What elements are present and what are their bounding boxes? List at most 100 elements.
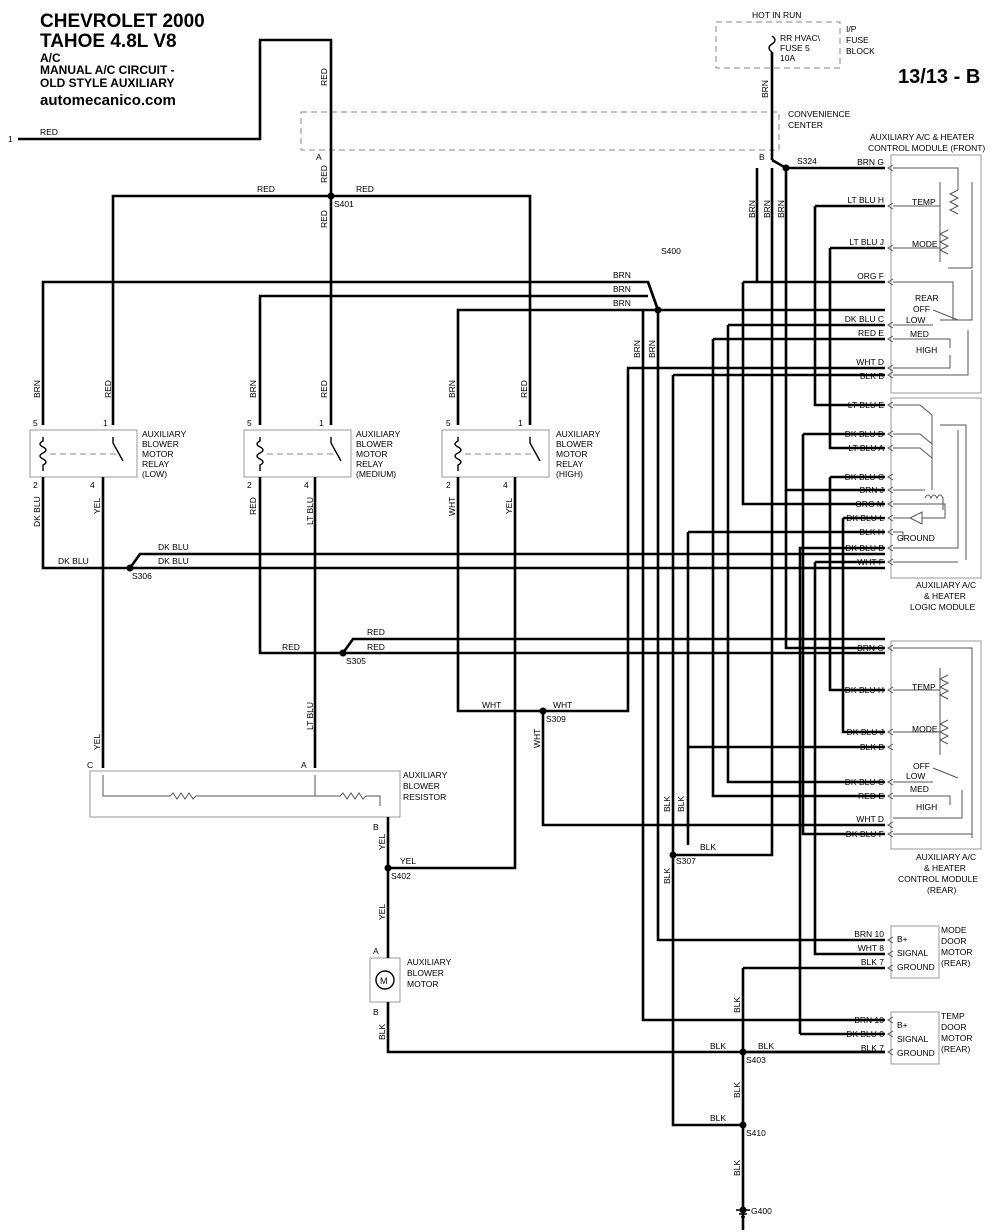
svg-text:YEL: YEL bbox=[377, 904, 387, 920]
svg-text:RED: RED bbox=[103, 380, 113, 398]
rear-module-pin-1: DK BLU H bbox=[845, 685, 884, 695]
svg-text:BLOWER: BLOWER bbox=[556, 439, 593, 449]
relay-high-box bbox=[441, 429, 550, 478]
mode-door-label: MODE DOOR MOTOR (REAR) bbox=[941, 925, 972, 968]
s401-label: S401 bbox=[334, 199, 354, 209]
logic-module-pin-3: DK BLU C bbox=[845, 472, 884, 482]
rear-module-label-3: CONTROL MODULE bbox=[898, 874, 978, 884]
blk-motor-ground bbox=[386, 1002, 885, 1054]
connector-arrow-16 bbox=[887, 544, 894, 552]
svg-text:DK BLU: DK BLU bbox=[158, 542, 189, 552]
connector-arrow-21 bbox=[887, 743, 894, 751]
svg-text:RED: RED bbox=[367, 642, 385, 652]
connector-arrow-18 bbox=[887, 644, 894, 652]
svg-text:YEL: YEL bbox=[400, 856, 416, 866]
svg-text:SIGNAL: SIGNAL bbox=[897, 948, 928, 958]
svg-text:DOOR: DOOR bbox=[941, 1022, 967, 1032]
temp-door-pin-1: DK BLU 8 bbox=[846, 1029, 884, 1039]
svg-text:(REAR): (REAR) bbox=[941, 1044, 970, 1054]
svg-text:BLK: BLK bbox=[377, 1024, 387, 1040]
temp-door-motor-box bbox=[890, 1011, 940, 1065]
logic-module-label-2: & HEATER bbox=[924, 591, 966, 601]
fuse-block-label-1: I/P bbox=[846, 24, 857, 34]
svg-text:B+: B+ bbox=[897, 934, 908, 944]
svg-text:5: 5 bbox=[33, 418, 38, 428]
svg-text:BLK: BLK bbox=[662, 868, 672, 884]
rear-module-label-2: & HEATER bbox=[924, 863, 966, 873]
svg-text:BRN: BRN bbox=[762, 200, 772, 218]
motor-symbol-label: M bbox=[380, 976, 388, 986]
svg-text:MOTOR: MOTOR bbox=[356, 449, 387, 459]
motor-symbol-circle bbox=[375, 970, 395, 990]
svg-text:RED: RED bbox=[319, 68, 329, 86]
logic-module-pin-4: BRN J bbox=[859, 485, 884, 495]
svg-text:YEL: YEL bbox=[504, 498, 514, 514]
front-module-pin-3: ORG F bbox=[857, 271, 884, 281]
svg-text:LT BLU: LT BLU bbox=[305, 702, 315, 730]
s305-label: S305 bbox=[346, 656, 366, 666]
svg-text:(LOW): (LOW) bbox=[142, 469, 167, 479]
g400-label: G400 bbox=[751, 1206, 772, 1216]
svg-text:BLK: BLK bbox=[700, 842, 716, 852]
temp-door-pin-2: BLK 7 bbox=[861, 1043, 884, 1053]
splice-dot-s410 bbox=[739, 1121, 747, 1129]
fuse-block-box bbox=[715, 21, 841, 69]
svg-text:BRN: BRN bbox=[613, 298, 631, 308]
relay-low-label: AUXILIARY BLOWER MOTOR RELAY (LOW) bbox=[142, 429, 187, 479]
rear-module-pin-2: DK BLU J bbox=[847, 727, 884, 737]
s324-label: S324 bbox=[797, 156, 817, 166]
svg-text:BLK: BLK bbox=[732, 997, 742, 1013]
rear-module-pin-7: DK BLU F bbox=[846, 829, 884, 839]
mode-door-pin-2: BLK 7 bbox=[861, 957, 884, 967]
front-module-pin-6: WHT D bbox=[856, 357, 884, 367]
front-low-label: LOW bbox=[906, 315, 925, 325]
relay-high-label: AUXILIARY BLOWER MOTOR RELAY (HIGH) bbox=[556, 429, 601, 479]
svg-text:(REAR): (REAR) bbox=[941, 958, 970, 968]
mode-door-pin-1: WHT 8 bbox=[858, 943, 885, 953]
svg-text:AUXILIARY: AUXILIARY bbox=[403, 770, 448, 780]
svg-text:AUXILIARY: AUXILIARY bbox=[356, 429, 401, 439]
svg-text:RED: RED bbox=[257, 184, 275, 194]
svg-text:(MEDIUM): (MEDIUM) bbox=[356, 469, 396, 479]
connector-arrow-28 bbox=[887, 964, 894, 972]
relay-pin-numbers: 5 1 2 4 5 1 2 4 5 1 2 4 bbox=[33, 418, 523, 490]
svg-text:AUXILIARY: AUXILIARY bbox=[407, 957, 452, 967]
splice-dot-s309 bbox=[539, 707, 547, 715]
svg-text:RED: RED bbox=[282, 642, 300, 652]
front-med-label: MED bbox=[910, 329, 929, 339]
front-module-label-2: CONTROL MODULE (FRONT) bbox=[868, 143, 985, 153]
connector-arrow-26 bbox=[887, 936, 894, 944]
svg-text:5: 5 bbox=[247, 418, 252, 428]
connector-arrow-7 bbox=[887, 371, 894, 379]
svg-text:BLK: BLK bbox=[758, 1041, 774, 1051]
svg-text:4: 4 bbox=[503, 480, 508, 490]
s402-label: S402 bbox=[391, 871, 411, 881]
svg-text:2: 2 bbox=[247, 480, 252, 490]
svg-text:BLK: BLK bbox=[732, 1082, 742, 1098]
svg-text:AUXILIARY: AUXILIARY bbox=[556, 429, 601, 439]
resistor-box bbox=[89, 770, 401, 818]
rear-off-label: OFF bbox=[913, 761, 930, 771]
front-off-label: OFF bbox=[913, 304, 930, 314]
rear-med-label: MED bbox=[910, 784, 929, 794]
svg-text:(HIGH): (HIGH) bbox=[556, 469, 583, 479]
temp-door-pin-labels: B+ SIGNAL GROUND bbox=[897, 1020, 935, 1058]
front-mode-label: MODE bbox=[912, 239, 938, 249]
connector-arrow-24 bbox=[887, 821, 894, 829]
conn-a-label: A bbox=[316, 152, 322, 162]
rear-low-label: LOW bbox=[906, 771, 925, 781]
connector-arrow-10 bbox=[887, 444, 894, 452]
svg-text:DK BLU: DK BLU bbox=[58, 556, 89, 566]
title-circuit: MANUAL A/C CIRCUIT - bbox=[40, 63, 175, 78]
logic-module-pin-2: LT BLU A bbox=[848, 443, 884, 453]
svg-text:AUXILIARY: AUXILIARY bbox=[142, 429, 187, 439]
org-to-logic bbox=[741, 282, 885, 506]
conn-b-label: B bbox=[759, 152, 765, 162]
connector-arrow-12 bbox=[887, 486, 894, 494]
relay-medium-box bbox=[243, 429, 352, 478]
svg-text:RED: RED bbox=[367, 627, 385, 637]
relay-low-internals bbox=[39, 437, 124, 471]
pin-1-label: 1 bbox=[8, 134, 13, 144]
splice-dot-s305 bbox=[339, 649, 347, 657]
svg-text:BRN: BRN bbox=[647, 340, 657, 358]
